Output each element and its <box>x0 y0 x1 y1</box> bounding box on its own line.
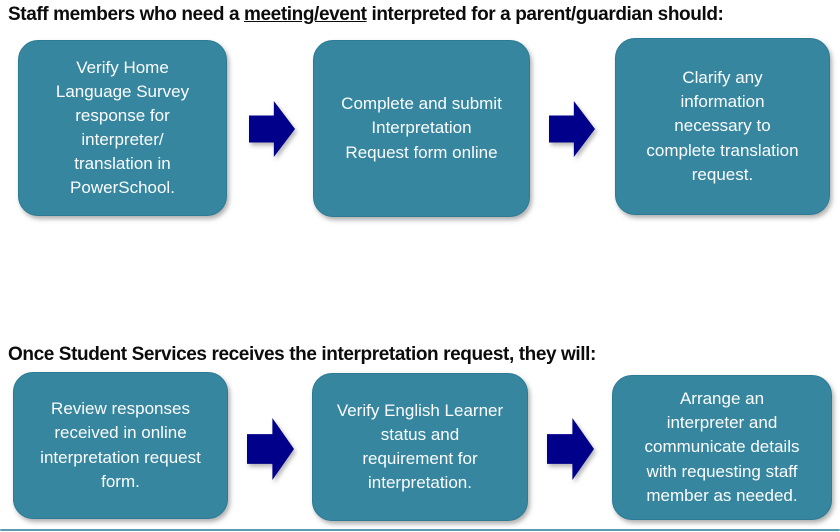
section1-heading-prefix: Staff members who need a <box>8 4 245 25</box>
section1-heading-suffix: interpreted for a parent/guardian should… <box>366 4 724 25</box>
section2-heading: Once Student Services receives the inter… <box>8 344 832 366</box>
section2-heading-text: Once Student Services receives the inter… <box>8 344 596 365</box>
arrow-right-icon <box>249 101 295 157</box>
step-box-arrange-interpreter: Arrange an interpreter and communicate d… <box>612 375 832 520</box>
arrow-right-icon <box>247 418 294 480</box>
arrow-right-shape <box>247 418 294 480</box>
arrow-right-shape <box>549 101 595 157</box>
section1-heading: Staff members who need a meeting/event i… <box>8 4 832 26</box>
cutoff-bottom-strip <box>0 529 840 531</box>
step-box-complete-submit-request: Complete and submit Interpretation Reque… <box>313 40 530 217</box>
step-box-label: Arrange an interpreter and communicate d… <box>644 389 800 505</box>
step-box-label: Verify Home Language Survey response for… <box>55 57 190 198</box>
step-box-label: Verify English Learner status and requir… <box>336 400 504 493</box>
arrow-right-icon <box>547 418 594 480</box>
step-box-label: Review responses received in online inte… <box>40 399 201 491</box>
arrow-right-icon <box>549 101 595 157</box>
step-box-review-responses: Review responses received in online inte… <box>13 372 228 519</box>
step-box-verify-el-status: Verify English Learner status and requir… <box>312 373 528 521</box>
step-box-verify-home-language-survey: Verify Home Language Survey response for… <box>18 40 227 216</box>
step-box-clarify-information: Clarify any information necessary to com… <box>615 38 830 215</box>
arrow-right-shape <box>249 101 295 157</box>
arrow-right-shape <box>547 418 594 480</box>
section1-heading-underlined: meeting/event <box>244 4 367 25</box>
step-box-label: Complete and submit Interpretation Reque… <box>341 94 502 162</box>
step-box-label: Clarify any information necessary to com… <box>646 68 799 184</box>
